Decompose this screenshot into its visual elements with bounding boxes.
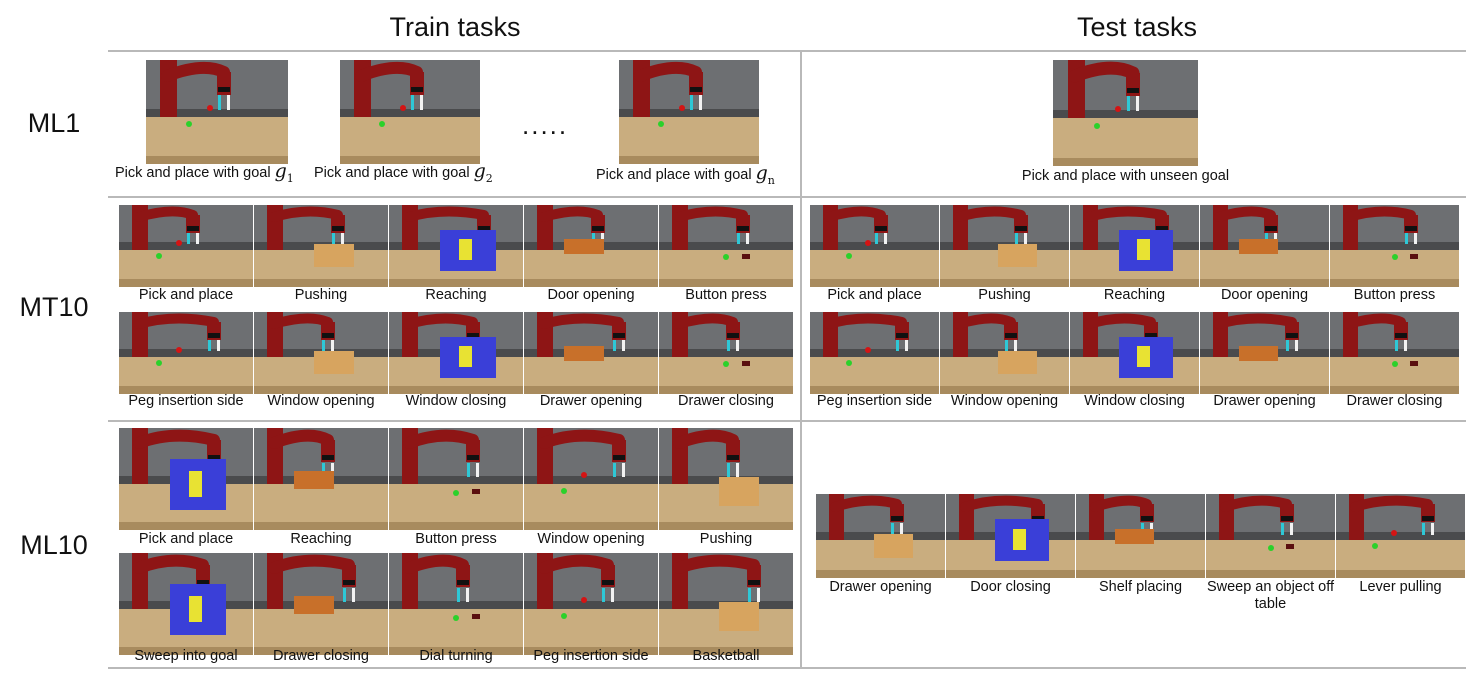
ml10-train-1-caption: Pick and place <box>138 531 234 547</box>
mt10-train-10-thumb <box>659 312 793 394</box>
ml10-train-7-thumb <box>254 553 388 655</box>
mt10-train-5-caption: Button press <box>685 287 767 303</box>
ml1-test-thumb <box>1053 60 1198 166</box>
mt10-test-9-caption: Drawer opening <box>1213 393 1316 409</box>
mt10-test-8-caption: Window closing <box>1084 393 1185 409</box>
mt10-train-1-thumb <box>119 205 253 287</box>
mt10-train-3-thumb <box>389 205 523 287</box>
bottom-divider <box>108 667 1466 669</box>
ml1-train-caption-1: Pick and place with goal g1 <box>115 160 294 185</box>
mt10-test-5-thumb <box>1330 205 1459 287</box>
train-tasks-header: Train tasks <box>389 12 521 42</box>
ml10-test-5-thumb <box>1336 494 1465 578</box>
mt10-test-8-thumb <box>1070 312 1199 394</box>
mt10-train-8-caption: Window closing <box>405 393 507 409</box>
mt10-train-3-caption: Reaching <box>425 287 487 303</box>
mt10-test-10-thumb <box>1330 312 1459 394</box>
ml10-train-4-caption: Window opening <box>537 531 645 547</box>
ml10-train-4-thumb <box>524 428 658 530</box>
mt10-train-6-thumb <box>119 312 253 394</box>
mt10-train-7-caption: Window opening <box>267 393 375 409</box>
ml10-train-10-caption: Basketball <box>692 648 760 664</box>
row-label-ml1: ML1 <box>27 108 81 138</box>
mt10-test-4-thumb <box>1200 205 1329 287</box>
ml1-ellipsis: ..... <box>522 110 569 140</box>
mt10-train-10-caption: Drawer closing <box>678 393 774 409</box>
ml10-train-9-thumb <box>524 553 658 655</box>
ml10-test-4-caption: Sweep an object off table <box>1206 579 1335 612</box>
mt10-test-7-caption: Window opening <box>950 393 1059 409</box>
mt10-test-1-thumb <box>810 205 939 287</box>
mt10-train-6-caption: Peg insertion side <box>128 393 244 409</box>
ml10-train-6-caption: Sweep into goal <box>134 648 238 664</box>
ml10-train-2-caption: Reaching <box>290 531 352 547</box>
ml10-test-4-thumb <box>1206 494 1335 578</box>
mt10-train-9-caption: Drawer opening <box>539 393 643 409</box>
mt10-test-3-caption: Reaching <box>1103 287 1166 303</box>
mt10-train-1-caption: Pick and place <box>138 287 234 303</box>
ml10-train-7-caption: Drawer closing <box>273 648 369 664</box>
ml10-train-10-thumb <box>659 553 793 655</box>
test-tasks-header: Test tasks <box>1076 12 1198 42</box>
mt10-test-5-caption: Button press <box>1353 287 1436 303</box>
ml10-test-1-thumb <box>816 494 945 578</box>
mt10-test-6-caption: Peg insertion side <box>816 393 933 409</box>
mt10-train-2-thumb <box>254 205 388 287</box>
mt10-train-2-caption: Pushing <box>294 287 348 303</box>
ml10-test-1-caption: Drawer opening <box>829 579 932 595</box>
mt10-test-6-thumb <box>810 312 939 394</box>
ml1-train-caption-2: Pick and place with goal g2 <box>314 160 493 185</box>
mt10-train-8-thumb <box>389 312 523 394</box>
ml10-test-2-thumb <box>946 494 1075 578</box>
mt10-train-5-thumb <box>659 205 793 287</box>
row-label-ml10: ML10 <box>20 530 88 560</box>
ml1-train-caption-3: Pick and place with goal gn <box>596 162 775 187</box>
mt10-test-4-caption: Door opening <box>1220 287 1309 303</box>
mt10-test-2-caption: Pushing <box>978 287 1031 303</box>
mt10-test-10-caption: Drawer closing <box>1346 393 1443 409</box>
ml10-test-2-caption: Door closing <box>970 579 1051 595</box>
ml10-train-5-thumb <box>659 428 793 530</box>
ml10-train-3-thumb <box>389 428 523 530</box>
top-divider <box>108 50 1466 52</box>
ml10-train-3-caption: Button press <box>415 531 497 547</box>
ml1-train-thumb-1 <box>146 60 288 164</box>
ml10-train-8-caption: Dial turning <box>419 648 493 664</box>
ml10-train-9-caption: Peg insertion side <box>533 648 649 664</box>
mt10-test-9-thumb <box>1200 312 1329 394</box>
ml10-test-5-caption: Lever pulling <box>1359 579 1442 595</box>
row-label-mt10: MT10 <box>19 292 89 322</box>
mt10-train-4-caption: Door opening <box>547 287 635 303</box>
ml1-test-caption: Pick and place with unseen goal <box>1021 168 1230 184</box>
ml10-test-3-caption: Shelf placing <box>1098 579 1183 595</box>
train-test-divider <box>800 50 802 669</box>
ml10-train-1-thumb <box>119 428 253 530</box>
mt10-train-7-thumb <box>254 312 388 394</box>
ml1-train-thumb-3 <box>619 60 759 164</box>
mt10-ml10-divider <box>108 420 1466 422</box>
ml10-train-5-caption: Pushing <box>699 531 753 547</box>
mt10-train-4-thumb <box>524 205 658 287</box>
ml1-mt10-divider <box>108 196 1466 198</box>
ml10-test-3-thumb <box>1076 494 1205 578</box>
ml10-train-2-thumb <box>254 428 388 530</box>
ml1-train-thumb-2 <box>340 60 480 164</box>
mt10-test-7-thumb <box>940 312 1069 394</box>
mt10-test-2-thumb <box>940 205 1069 287</box>
mt10-test-1-caption: Pick and place <box>827 287 922 303</box>
mt10-test-3-thumb <box>1070 205 1199 287</box>
ml10-train-6-thumb <box>119 553 253 655</box>
mt10-train-9-thumb <box>524 312 658 394</box>
ml10-train-8-thumb <box>389 553 523 655</box>
